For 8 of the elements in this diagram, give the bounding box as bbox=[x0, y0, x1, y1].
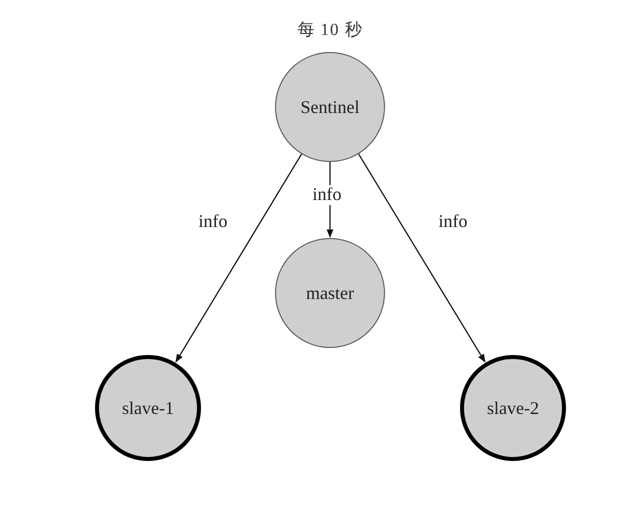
node-label: slave-2 bbox=[487, 398, 539, 418]
edge-label: info bbox=[310, 185, 344, 205]
node-label: slave-1 bbox=[122, 398, 174, 418]
title: 每 10 秒 bbox=[296, 19, 364, 41]
arrow bbox=[358, 154, 486, 363]
node-label: Sentinel bbox=[300, 96, 360, 118]
node-label: master bbox=[306, 282, 354, 304]
arrow bbox=[175, 154, 302, 362]
